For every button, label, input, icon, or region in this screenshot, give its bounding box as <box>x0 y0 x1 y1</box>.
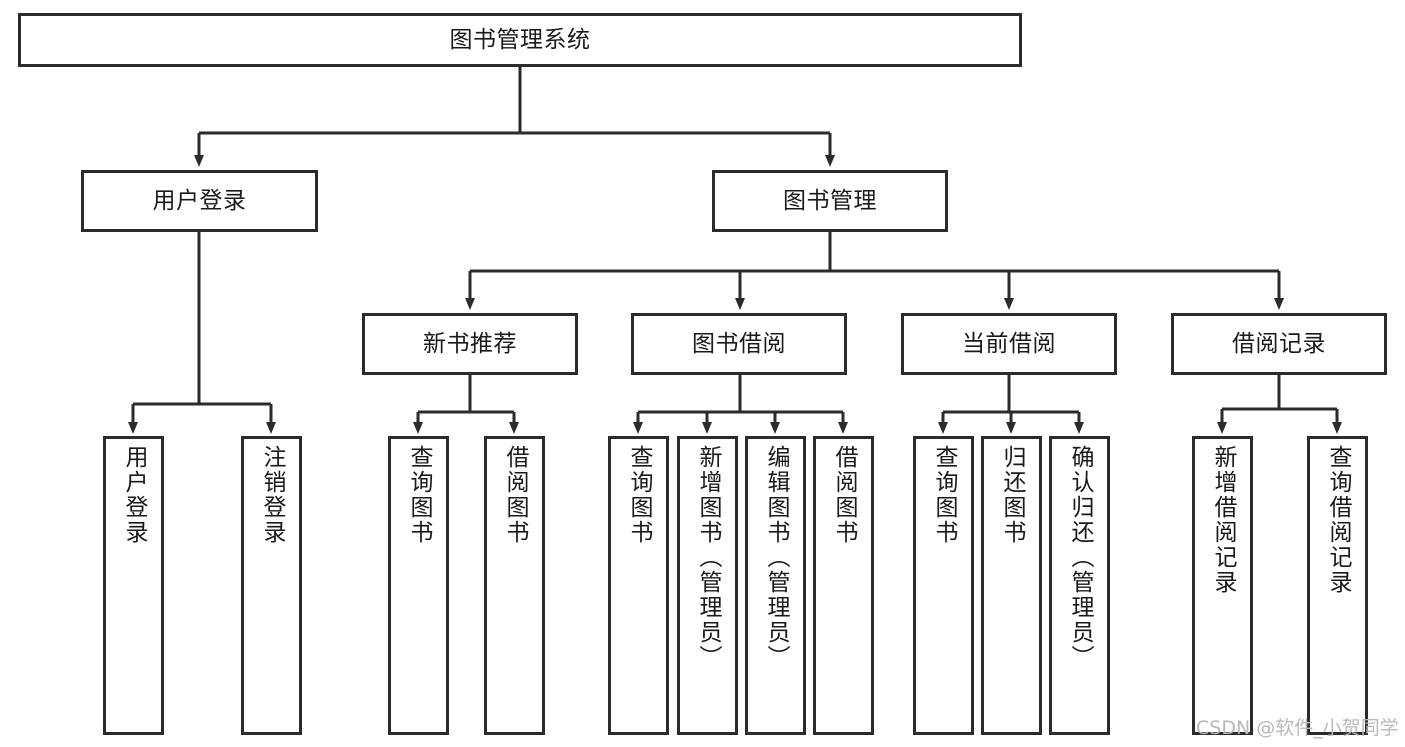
node-leaf-query-book-2[interactable]: 查询图书 <box>608 436 669 735</box>
node-leaf-query-record[interactable]: 查询借阅记录 <box>1307 436 1368 735</box>
node-label: 编辑图书（管理员） <box>763 445 789 670</box>
node-new-book-recommend[interactable]: 新书推荐 <box>362 313 578 375</box>
edge-book-management-to-level3 <box>465 232 1284 310</box>
node-leaf-edit-book[interactable]: 编辑图书（管理员） <box>745 436 806 735</box>
node-book-management[interactable]: 图书管理 <box>712 170 948 232</box>
node-leaf-query-book-1[interactable]: 查询图书 <box>388 436 449 735</box>
node-current-borrow[interactable]: 当前借阅 <box>901 313 1117 375</box>
node-label: 用户登录 <box>121 445 147 545</box>
node-label: 图书借阅 <box>692 330 786 357</box>
node-label: 图书管理 <box>783 187 877 214</box>
node-label: 查询借阅记录 <box>1325 445 1351 595</box>
edge-borrow-record-to-leaves <box>1217 375 1342 434</box>
node-leaf-logout-login[interactable]: 注销登录 <box>241 436 302 735</box>
node-label: 借阅图书 <box>831 445 857 545</box>
edge-user-login-to-leaves <box>128 232 276 434</box>
node-user-login[interactable]: 用户登录 <box>81 170 318 232</box>
node-leaf-borrow-book-2[interactable]: 借阅图书 <box>813 436 874 735</box>
node-leaf-query-book-3[interactable]: 查询图书 <box>913 436 974 735</box>
node-leaf-add-record[interactable]: 新增借阅记录 <box>1192 436 1253 735</box>
node-label: 查询图书 <box>931 445 957 545</box>
node-label: 查询图书 <box>406 445 432 545</box>
node-leaf-borrow-book-1[interactable]: 借阅图书 <box>484 436 545 735</box>
edge-current-borrow-to-leaves <box>938 375 1084 434</box>
node-book-borrow[interactable]: 图书借阅 <box>631 313 847 375</box>
edge-root-to-level2 <box>194 67 835 167</box>
node-root-library-management-system[interactable]: 图书管理系统 <box>18 13 1022 67</box>
node-label: 查询图书 <box>626 445 652 545</box>
node-leaf-user-login[interactable]: 用户登录 <box>103 436 164 735</box>
node-label: 图书管理系统 <box>449 26 591 53</box>
node-label: 注销登录 <box>259 445 285 545</box>
node-leaf-confirm-return[interactable]: 确认归还（管理员） <box>1049 436 1110 735</box>
node-label: 当前借阅 <box>962 330 1056 357</box>
node-label: 新增图书（管理员） <box>695 445 721 670</box>
node-label: 借阅图书 <box>502 445 528 545</box>
node-label: 新书推荐 <box>423 330 517 357</box>
node-label: 确认归还（管理员） <box>1067 445 1093 670</box>
node-label: 新增借阅记录 <box>1210 445 1236 595</box>
node-label: 借阅记录 <box>1232 330 1326 357</box>
node-label: 用户登录 <box>152 187 247 214</box>
node-label: 归还图书 <box>999 445 1025 545</box>
edge-book-borrow-to-leaves <box>633 375 848 434</box>
node-borrow-record[interactable]: 借阅记录 <box>1171 313 1387 375</box>
node-leaf-add-book[interactable]: 新增图书（管理员） <box>677 436 738 735</box>
node-leaf-return-book[interactable]: 归还图书 <box>981 436 1042 735</box>
edge-new-book-recommend-to-leaves <box>413 375 519 434</box>
